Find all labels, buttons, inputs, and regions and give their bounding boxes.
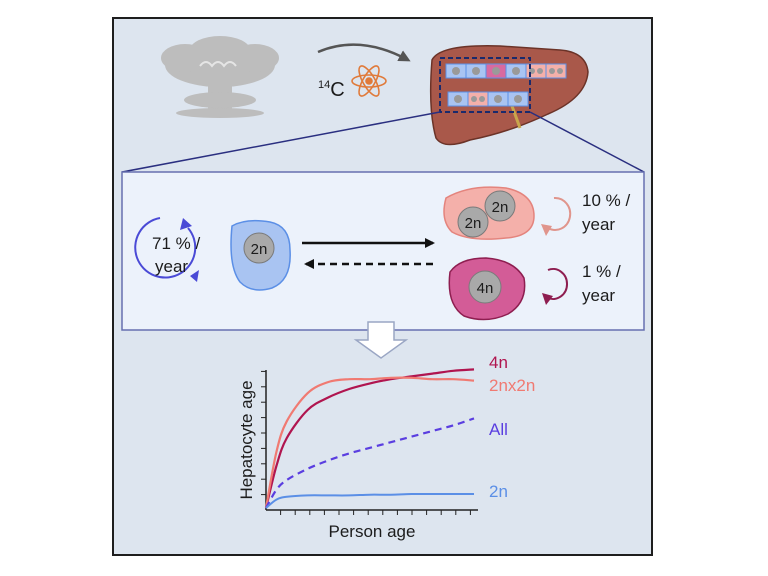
binucleated-nucleus-label-bottom: 2n [465,215,482,232]
series-line-all [265,417,475,509]
cycle-arrow-icon [547,268,568,300]
series-line-2nx2n [264,376,475,509]
tetraploid-rate-line1: 1 % / [582,262,621,281]
tetraploid-turnover-cycle: 1 % / year [542,262,621,305]
zoom-line-left [121,111,441,173]
tetraploid-rate-line2: year [582,286,615,305]
diploid-rate-line2: year [155,257,188,276]
binucleated-rate-line1: 10 % / [582,191,630,210]
binucleated-nucleus-label-top: 2n [492,199,509,216]
cycle-arrow-icon [547,196,572,231]
diploid-rate-line1: 71 % / [152,234,200,253]
series-line-2n [265,492,474,509]
exposure-arrow [317,43,411,62]
diploid-cell: 2n [230,219,291,291]
diploid-nucleus-label: 2n [251,241,268,258]
cycle-arrow-icon [134,217,197,279]
series-label-all: All [489,420,508,439]
mushroom-cloud-icon [161,36,279,118]
x-axis-label: Person age [329,522,416,541]
liver-icon [429,45,589,146]
zoom-box [439,57,531,113]
binucleated-cell: 2n 2n [443,186,535,240]
zoom-line-right [529,111,645,173]
series-label-4n: 4n [489,353,508,372]
series-label-2nx2n: 2nx2n [489,376,535,395]
series-label-2n: 2n [489,482,508,501]
binucleated-rate-line2: year [582,215,615,234]
series-line-4n [264,368,475,509]
polyploidy-panel [121,171,645,331]
binucleated-turnover-cycle: 10 % / year [541,191,630,236]
tetraploid-nucleus-label: 4n [477,280,494,297]
tetraploid-cell: 4n [448,257,526,321]
y-axis-label: Hepatocyte age [237,380,256,499]
isotope-label: 14C [318,79,345,101]
diploid-turnover-cycle: 71 % / year [134,217,200,282]
down-arrow-icon [353,321,409,359]
atom-icon [351,65,387,97]
